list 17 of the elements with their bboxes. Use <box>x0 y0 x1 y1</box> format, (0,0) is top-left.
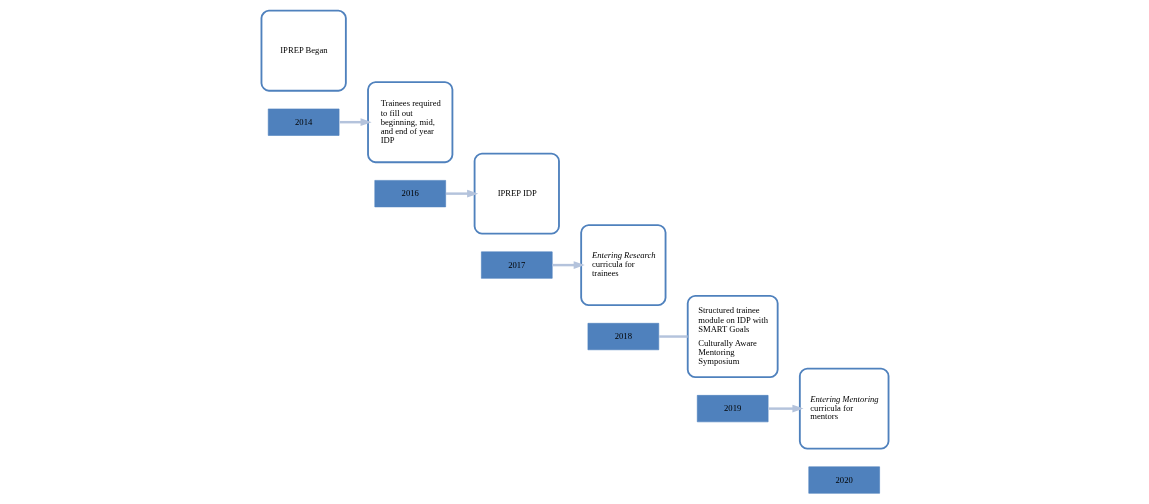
arrow <box>445 189 478 198</box>
connector <box>658 335 688 338</box>
arrow <box>338 118 372 127</box>
node-box: Entering Research curricula for trainees <box>579 224 666 307</box>
node-box: 2018 <box>587 323 659 351</box>
node-box: 2017 <box>480 251 552 279</box>
node-box: 2016 <box>374 180 446 208</box>
node-box: 2014 <box>267 108 339 136</box>
node-box: 2020 <box>807 466 880 494</box>
node-box: Structured trainee module on IDP with SMART Goals Culturally Aware Mentoring Symposium <box>686 294 779 379</box>
node-box: IPREP IDP <box>473 152 560 235</box>
node-box: 2019 <box>696 395 768 423</box>
arrow <box>552 261 585 269</box>
node-box: IPREP Began <box>260 9 347 92</box>
arrow <box>767 404 803 413</box>
node-box: Trainees required to fill out beginning, mid, and end of year IDP <box>366 81 453 164</box>
node-box: Entering Mentoring curricula for mentors <box>798 367 889 450</box>
